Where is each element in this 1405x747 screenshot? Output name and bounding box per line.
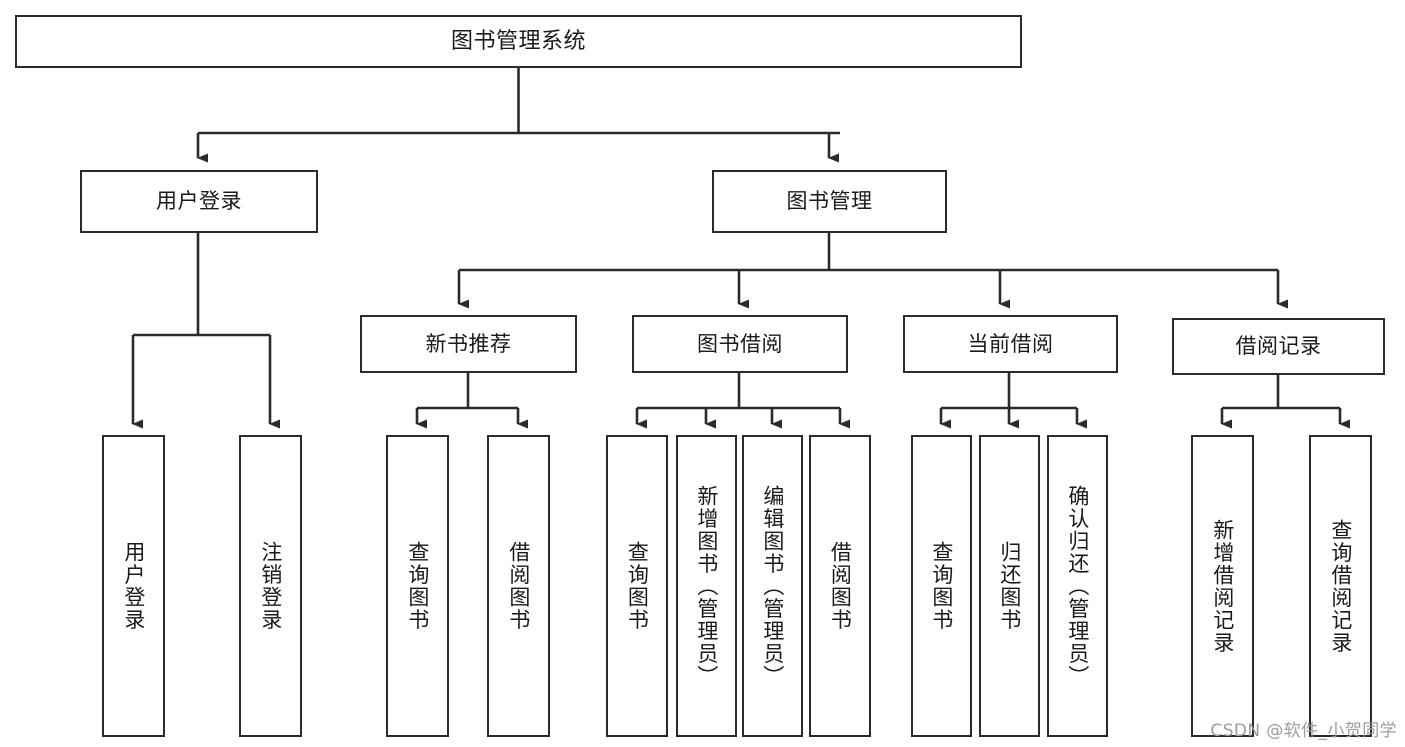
node-leaf-query-book-1[interactable]: 查询图书 xyxy=(386,435,449,737)
node-borrow-record[interactable]: 借阅记录 xyxy=(1172,318,1385,375)
node-root-label: 图书管理系统 xyxy=(450,28,586,54)
node-root[interactable]: 图书管理系统 xyxy=(15,15,1022,68)
node-leaf-user-logout-label: 注销登录 xyxy=(258,541,283,631)
node-user-login-label: 用户登录 xyxy=(156,189,242,214)
node-current-borrow-label: 当前借阅 xyxy=(967,331,1054,356)
node-leaf-user-login-label: 用户登录 xyxy=(121,541,146,631)
node-leaf-add-book-label: 新增图书（管理员） xyxy=(694,484,719,688)
node-user-login[interactable]: 用户登录 xyxy=(80,170,318,233)
node-leaf-confirm-return-label: 确认归还（管理员） xyxy=(1065,484,1090,688)
node-new-book-recommend[interactable]: 新书推荐 xyxy=(360,315,577,373)
node-leaf-borrow-book-2[interactable]: 借阅图书 xyxy=(809,435,871,737)
node-leaf-query-record-label: 查询借阅记录 xyxy=(1328,518,1353,654)
node-leaf-add-record-label: 新增借阅记录 xyxy=(1210,518,1235,654)
node-leaf-edit-book[interactable]: 编辑图书（管理员） xyxy=(742,435,803,737)
node-book-borrow-label: 图书借阅 xyxy=(697,331,783,356)
node-book-manage[interactable]: 图书管理 xyxy=(712,170,947,233)
node-leaf-query-book-2-label: 查询图书 xyxy=(625,541,650,631)
node-leaf-query-book-3-label: 查询图书 xyxy=(929,541,954,631)
node-current-borrow[interactable]: 当前借阅 xyxy=(903,315,1118,373)
node-leaf-user-logout[interactable]: 注销登录 xyxy=(239,435,302,737)
node-book-manage-label: 图书管理 xyxy=(786,189,873,214)
node-new-book-recommend-label: 新书推荐 xyxy=(425,331,512,356)
node-leaf-borrow-book-1-label: 借阅图书 xyxy=(506,541,531,631)
node-leaf-query-book-3[interactable]: 查询图书 xyxy=(911,435,972,737)
node-leaf-add-book[interactable]: 新增图书（管理员） xyxy=(676,435,737,737)
node-leaf-return-book[interactable]: 归还图书 xyxy=(979,435,1040,737)
node-leaf-query-book-1-label: 查询图书 xyxy=(405,541,430,631)
node-borrow-record-label: 借阅记录 xyxy=(1235,334,1322,359)
node-book-borrow[interactable]: 图书借阅 xyxy=(632,315,848,373)
node-leaf-return-book-label: 归还图书 xyxy=(997,541,1022,631)
node-leaf-query-record[interactable]: 查询借阅记录 xyxy=(1309,435,1372,737)
watermark-text: CSDN @软件_小贺同学 xyxy=(1210,721,1397,741)
node-leaf-add-record[interactable]: 新增借阅记录 xyxy=(1191,435,1254,737)
node-leaf-confirm-return[interactable]: 确认归还（管理员） xyxy=(1047,435,1108,737)
node-leaf-borrow-book-1[interactable]: 借阅图书 xyxy=(487,435,550,737)
node-leaf-borrow-book-2-label: 借阅图书 xyxy=(828,541,853,631)
node-leaf-user-login[interactable]: 用户登录 xyxy=(102,435,165,737)
node-leaf-edit-book-label: 编辑图书（管理员） xyxy=(760,484,785,688)
node-leaf-query-book-2[interactable]: 查询图书 xyxy=(606,435,668,737)
